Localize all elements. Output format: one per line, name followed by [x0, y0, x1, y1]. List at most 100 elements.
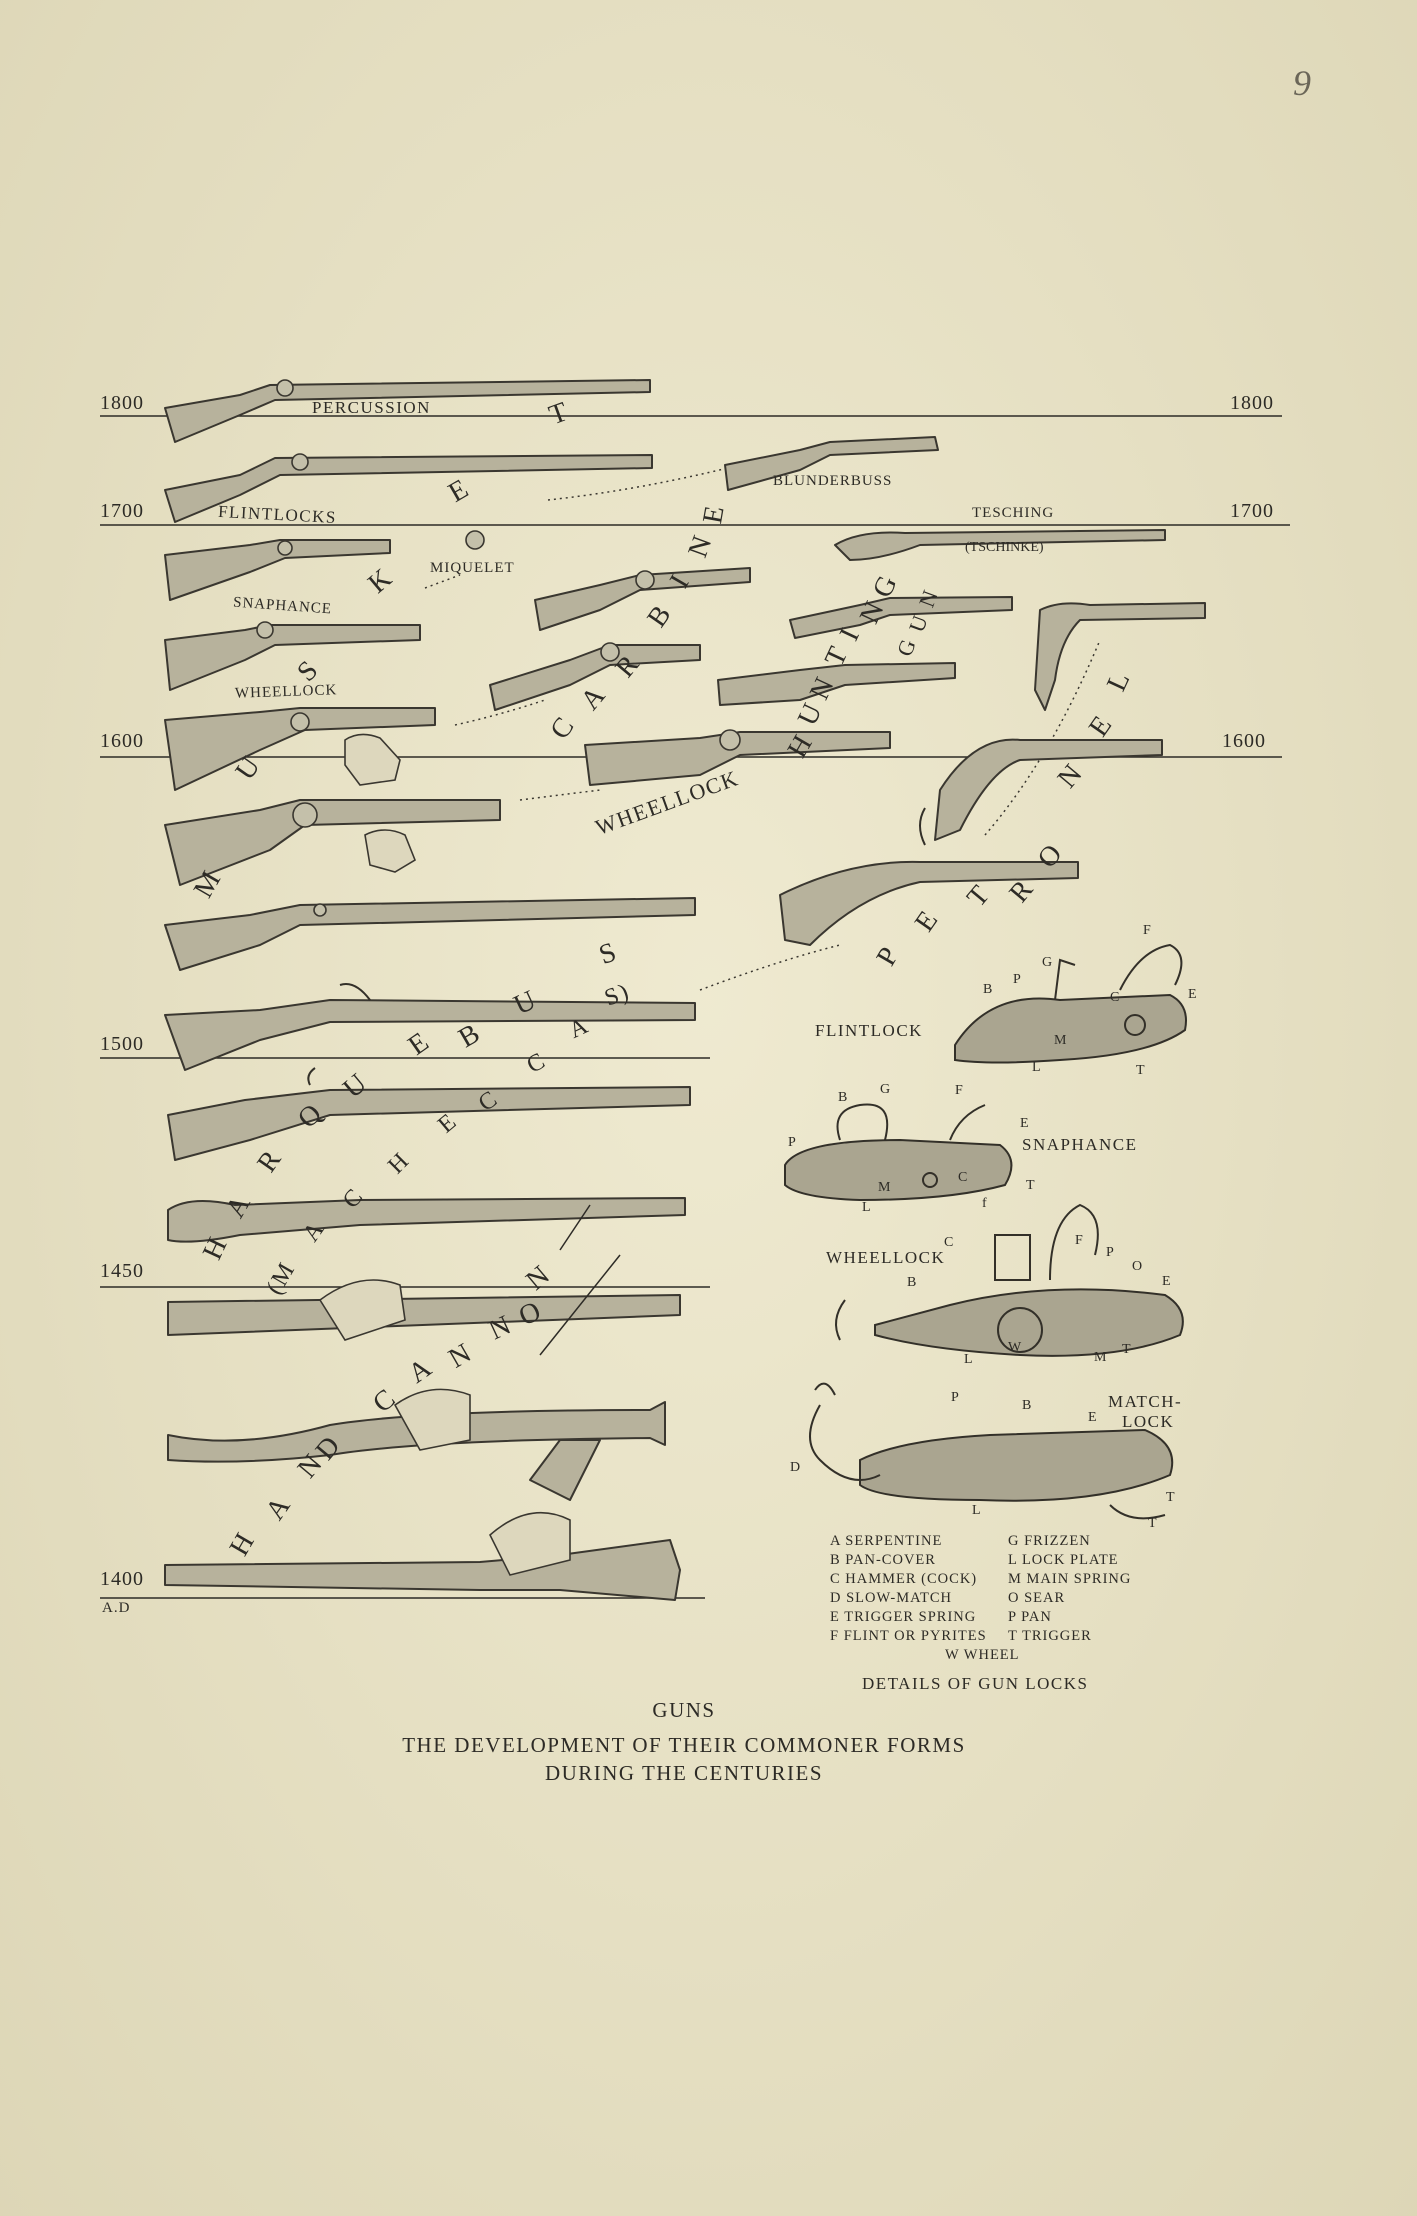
- petronel-3: [779, 807, 1079, 946]
- hand-cannon-1420: [167, 1388, 666, 1501]
- page-number: 9: [1293, 63, 1311, 103]
- wheel-part-letter: C: [944, 1235, 954, 1250]
- legend-item: T TRIGGER: [1008, 1628, 1092, 1644]
- flint-part-letter: L: [1032, 1060, 1041, 1075]
- legend-title: DETAILS OF GUN LOCKS: [862, 1674, 1089, 1693]
- wheel-part-letter: M: [1094, 1350, 1107, 1365]
- year-label-1700-left: 1700: [100, 500, 144, 522]
- label-miquelet: MIQUELET: [430, 560, 515, 576]
- caption-title: GUNS: [652, 1698, 716, 1722]
- wheellock-center: [584, 729, 891, 786]
- match-part-letter: B: [1022, 1398, 1032, 1413]
- year-label-1400: 1400: [100, 1568, 144, 1590]
- match-part-letter: T: [1166, 1490, 1175, 1505]
- lock-title-flintlock: FLINTLOCK: [815, 1021, 923, 1040]
- wheel-part-letter: T: [1122, 1342, 1131, 1357]
- snap-part-letter: f: [982, 1196, 987, 1211]
- label-wheellock-left: WHEELLOCK: [234, 682, 338, 702]
- wheellock-mechanism: [874, 1203, 1184, 1357]
- snap-part-letter: L: [862, 1200, 871, 1215]
- label-percussion: PERCUSSION: [312, 398, 431, 417]
- blunderbuss: [724, 436, 939, 491]
- flintlock-musket: [164, 453, 653, 523]
- legend-item: P PAN: [1008, 1609, 1052, 1625]
- legend-item: D SLOW-MATCH: [830, 1590, 952, 1606]
- hunting-gun-1: [789, 596, 1013, 639]
- year-label-1800-left: 1800: [100, 392, 144, 414]
- snap-part-letter: M: [878, 1180, 891, 1195]
- wheellock-gun-1600: [164, 707, 436, 791]
- label-tschinke: (TSCHINKE): [965, 540, 1044, 555]
- wheel-part-letter: E: [1162, 1274, 1171, 1289]
- flint-part-letter: B: [983, 982, 993, 997]
- legend-item: A SERPENTINE: [830, 1533, 943, 1549]
- flint-part-letter: P: [1013, 972, 1021, 987]
- match-part-letter: E: [1088, 1410, 1097, 1425]
- match-part-letter: L: [972, 1503, 981, 1518]
- legend-item: L LOCK PLATE: [1008, 1552, 1119, 1568]
- year-label-ad: A.D: [102, 1600, 131, 1616]
- year-label-1600-right: 1600: [1222, 730, 1266, 752]
- arquebus-1480: [167, 1067, 691, 1161]
- match-part-letter: P: [951, 1390, 959, 1405]
- lock-title-matchlock-1: MATCH-: [1108, 1392, 1183, 1411]
- snap-part-letter: F: [955, 1083, 963, 1098]
- matchlock-gun-1550: [164, 897, 696, 971]
- wheellock-carbine: [534, 567, 751, 631]
- legend-center-item: W WHEEL: [945, 1647, 1020, 1663]
- snap-part-letter: E: [1020, 1116, 1029, 1131]
- year-label-1450: 1450: [100, 1260, 144, 1282]
- hand-cannon-1400: [164, 1512, 681, 1601]
- matchlock-mechanism: [809, 1299, 1174, 1520]
- snap-part-letter: G: [880, 1082, 891, 1097]
- snap-part-letter: T: [1026, 1178, 1035, 1193]
- legend-right: G FRIZZEN L LOCK PLATE M MAIN SPRING O S…: [1008, 1532, 1131, 1646]
- arquebus-1500: [164, 983, 696, 1071]
- year-label-1600-left: 1600: [100, 730, 144, 752]
- petronel-1: [1034, 602, 1206, 711]
- hand-gun-1460: [167, 1197, 686, 1251]
- tesching: [834, 529, 1166, 561]
- legend-item: F FLINT OR PYRITES: [830, 1628, 987, 1644]
- wheel-part-letter: W: [1008, 1340, 1022, 1355]
- snap-part-letter: B: [838, 1090, 848, 1105]
- match-part-letter: T: [1148, 1516, 1157, 1531]
- legend-item: G FRIZZEN: [1008, 1533, 1091, 1549]
- legend-item: C HAMMER (COCK): [830, 1571, 978, 1587]
- hand-gun-1440: [167, 1254, 681, 1356]
- lock-title-wheellock: WHEELLOCK: [826, 1248, 946, 1267]
- year-label-1800-right: 1800: [1230, 392, 1274, 414]
- snap-part-letter: P: [788, 1135, 796, 1150]
- flint-part-letter: F: [1143, 923, 1151, 938]
- wheel-part-letter: F: [1075, 1233, 1083, 1248]
- flint-part-letter: M: [1054, 1033, 1067, 1048]
- label-tesching: TESCHING: [972, 505, 1055, 521]
- flintlock-mechanism: [954, 943, 1187, 1064]
- legend-item: E TRIGGER SPRING: [830, 1609, 977, 1625]
- hunting-gun-2: [717, 662, 956, 706]
- wheel-part-letter: B: [907, 1275, 917, 1290]
- percussion-musket: [164, 379, 651, 443]
- legend-left: A SERPENTINE B PAN-COVER C HAMMER (COCK)…: [830, 1532, 987, 1646]
- legend-item: M MAIN SPRING: [1008, 1571, 1132, 1587]
- legend-item: O SEAR: [1008, 1590, 1066, 1606]
- miquelet-gun: [164, 530, 485, 601]
- year-label-1700-right: 1700: [1230, 500, 1274, 522]
- snaphance-gun: [164, 621, 421, 691]
- snap-part-letter: C: [958, 1170, 968, 1185]
- wheel-part-letter: P: [1106, 1245, 1114, 1260]
- lock-title-snaphance: SNAPHANCE: [1022, 1135, 1138, 1154]
- lock-title-matchlock-2: LOCK: [1122, 1412, 1175, 1431]
- carbine: [489, 642, 701, 711]
- flint-part-letter: E: [1188, 987, 1197, 1002]
- petronel-2: [934, 738, 1163, 841]
- label-blunderbuss: BLUNDERBUSS: [773, 473, 893, 489]
- caption-subtitle-2: DURING THE CENTURIES: [544, 1761, 824, 1785]
- snaphance-mechanism: [784, 1103, 1013, 1202]
- wheellock-gun-1550: [164, 799, 501, 886]
- flint-part-letter: C: [1110, 990, 1120, 1005]
- wheel-part-letter: O: [1132, 1259, 1143, 1274]
- flint-part-letter: G: [1042, 955, 1053, 970]
